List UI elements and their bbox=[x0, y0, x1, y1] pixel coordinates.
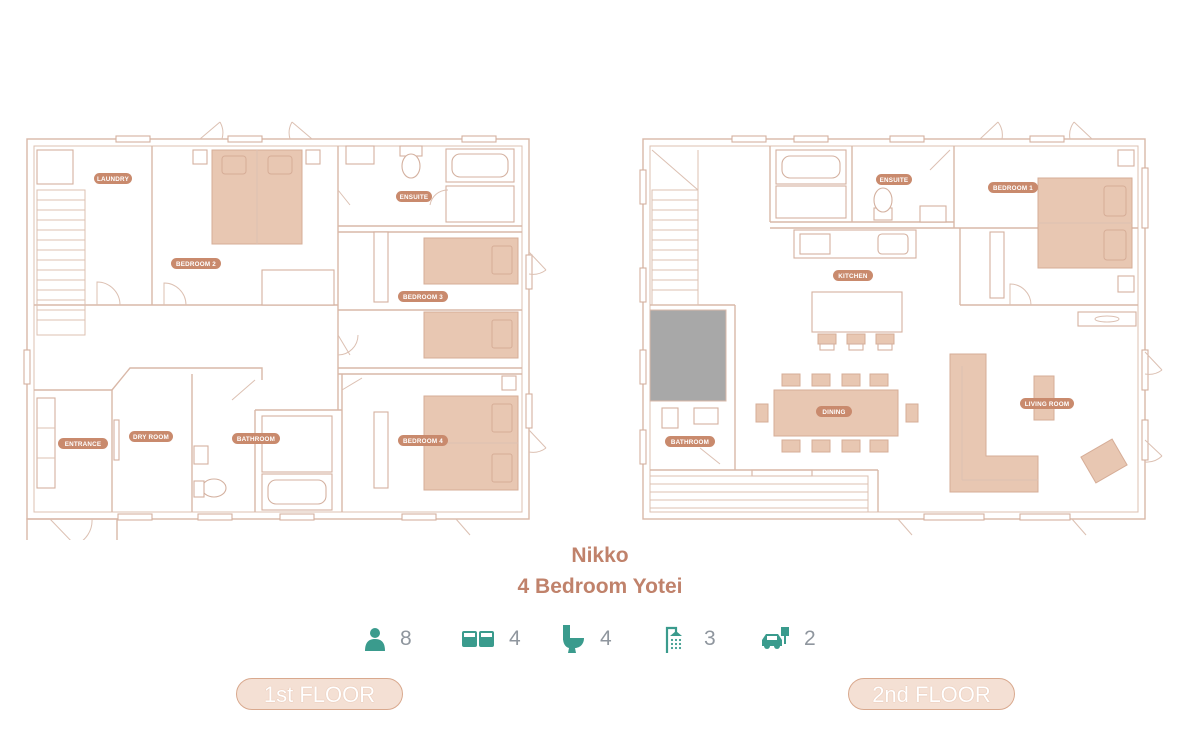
svg-text:LAUNDRY: LAUNDRY bbox=[97, 176, 130, 183]
stat-parking-value: 2 bbox=[804, 627, 816, 650]
stat-parking: 2 bbox=[760, 622, 816, 656]
svg-text:DRY ROOM: DRY ROOM bbox=[133, 434, 169, 441]
svg-text:BEDROOM 3: BEDROOM 3 bbox=[403, 294, 443, 301]
toilet-icon bbox=[563, 625, 584, 653]
svg-text:BATHROOM: BATHROOM bbox=[671, 439, 709, 446]
svg-text:BEDROOM 2: BEDROOM 2 bbox=[176, 261, 216, 268]
room-label-kitchen: KITCHEN bbox=[833, 270, 873, 281]
parking-icon bbox=[762, 627, 789, 649]
room-label-bedroom-4: BEDROOM 4 bbox=[398, 435, 448, 446]
stat-showers-value: 3 bbox=[704, 627, 716, 650]
svg-text:DINING: DINING bbox=[822, 409, 845, 416]
first-floor-button[interactable]: 1st FLOOR bbox=[236, 678, 403, 710]
first-floor-plan: LAUNDRY BEDROOM 2 ENSUITE BEDROOM 3 BEDR… bbox=[23, 121, 547, 540]
svg-text:BATHROOM: BATHROOM bbox=[237, 436, 275, 443]
room-label-bathroom-2: BATHROOM bbox=[665, 436, 715, 447]
floor-plans: LAUNDRY BEDROOM 2 ENSUITE BEDROOM 3 BEDR… bbox=[23, 121, 1163, 540]
stat-toilets-value: 4 bbox=[600, 627, 612, 650]
beds-icon bbox=[462, 631, 494, 647]
room-label-living-room: LIVING ROOM bbox=[1020, 398, 1074, 409]
svg-text:KITCHEN: KITCHEN bbox=[838, 273, 868, 280]
property-type: 4 Bedroom Yotei bbox=[517, 575, 683, 598]
second-floor-button[interactable]: 2nd FLOOR bbox=[848, 678, 1015, 710]
stat-beds: 4 bbox=[461, 622, 521, 656]
svg-text:ENSUITE: ENSUITE bbox=[400, 194, 429, 201]
stat-guests-value: 8 bbox=[400, 627, 412, 650]
property-name: Nikko bbox=[571, 544, 629, 567]
room-label-dry-room: DRY ROOM bbox=[129, 431, 173, 442]
shower-icon bbox=[665, 626, 682, 653]
svg-text:BEDROOM 4: BEDROOM 4 bbox=[403, 438, 443, 445]
room-label-bathroom-1: BATHROOM bbox=[232, 433, 280, 444]
second-floor-plan: ENSUITE BEDROOM 1 KITCHEN DINING LIVING … bbox=[639, 121, 1163, 536]
guests-icon bbox=[365, 628, 385, 651]
svg-text:BEDROOM 1: BEDROOM 1 bbox=[993, 185, 1033, 192]
room-label-ensuite-1: ENSUITE bbox=[396, 191, 432, 202]
room-label-dining: DINING bbox=[816, 406, 852, 417]
svg-text:ENSUITE: ENSUITE bbox=[880, 177, 909, 184]
room-label-ensuite-2: ENSUITE bbox=[876, 174, 912, 185]
room-label-laundry: LAUNDRY bbox=[94, 173, 132, 184]
svg-text:ENTRANCE: ENTRANCE bbox=[65, 441, 102, 448]
room-label-bedroom-2: BEDROOM 2 bbox=[171, 258, 221, 269]
stat-showers: 3 bbox=[664, 622, 716, 656]
stat-beds-value: 4 bbox=[509, 627, 521, 650]
amenities-bar: 8 4 4 3 bbox=[0, 622, 1200, 656]
room-label-bedroom-1: BEDROOM 1 bbox=[988, 182, 1038, 193]
room-label-bedroom-3: BEDROOM 3 bbox=[398, 291, 448, 302]
stat-guests: 8 bbox=[364, 622, 412, 656]
stat-toilets: 4 bbox=[560, 622, 612, 656]
room-label-entrance: ENTRANCE bbox=[58, 438, 108, 449]
svg-text:LIVING ROOM: LIVING ROOM bbox=[1025, 401, 1070, 408]
